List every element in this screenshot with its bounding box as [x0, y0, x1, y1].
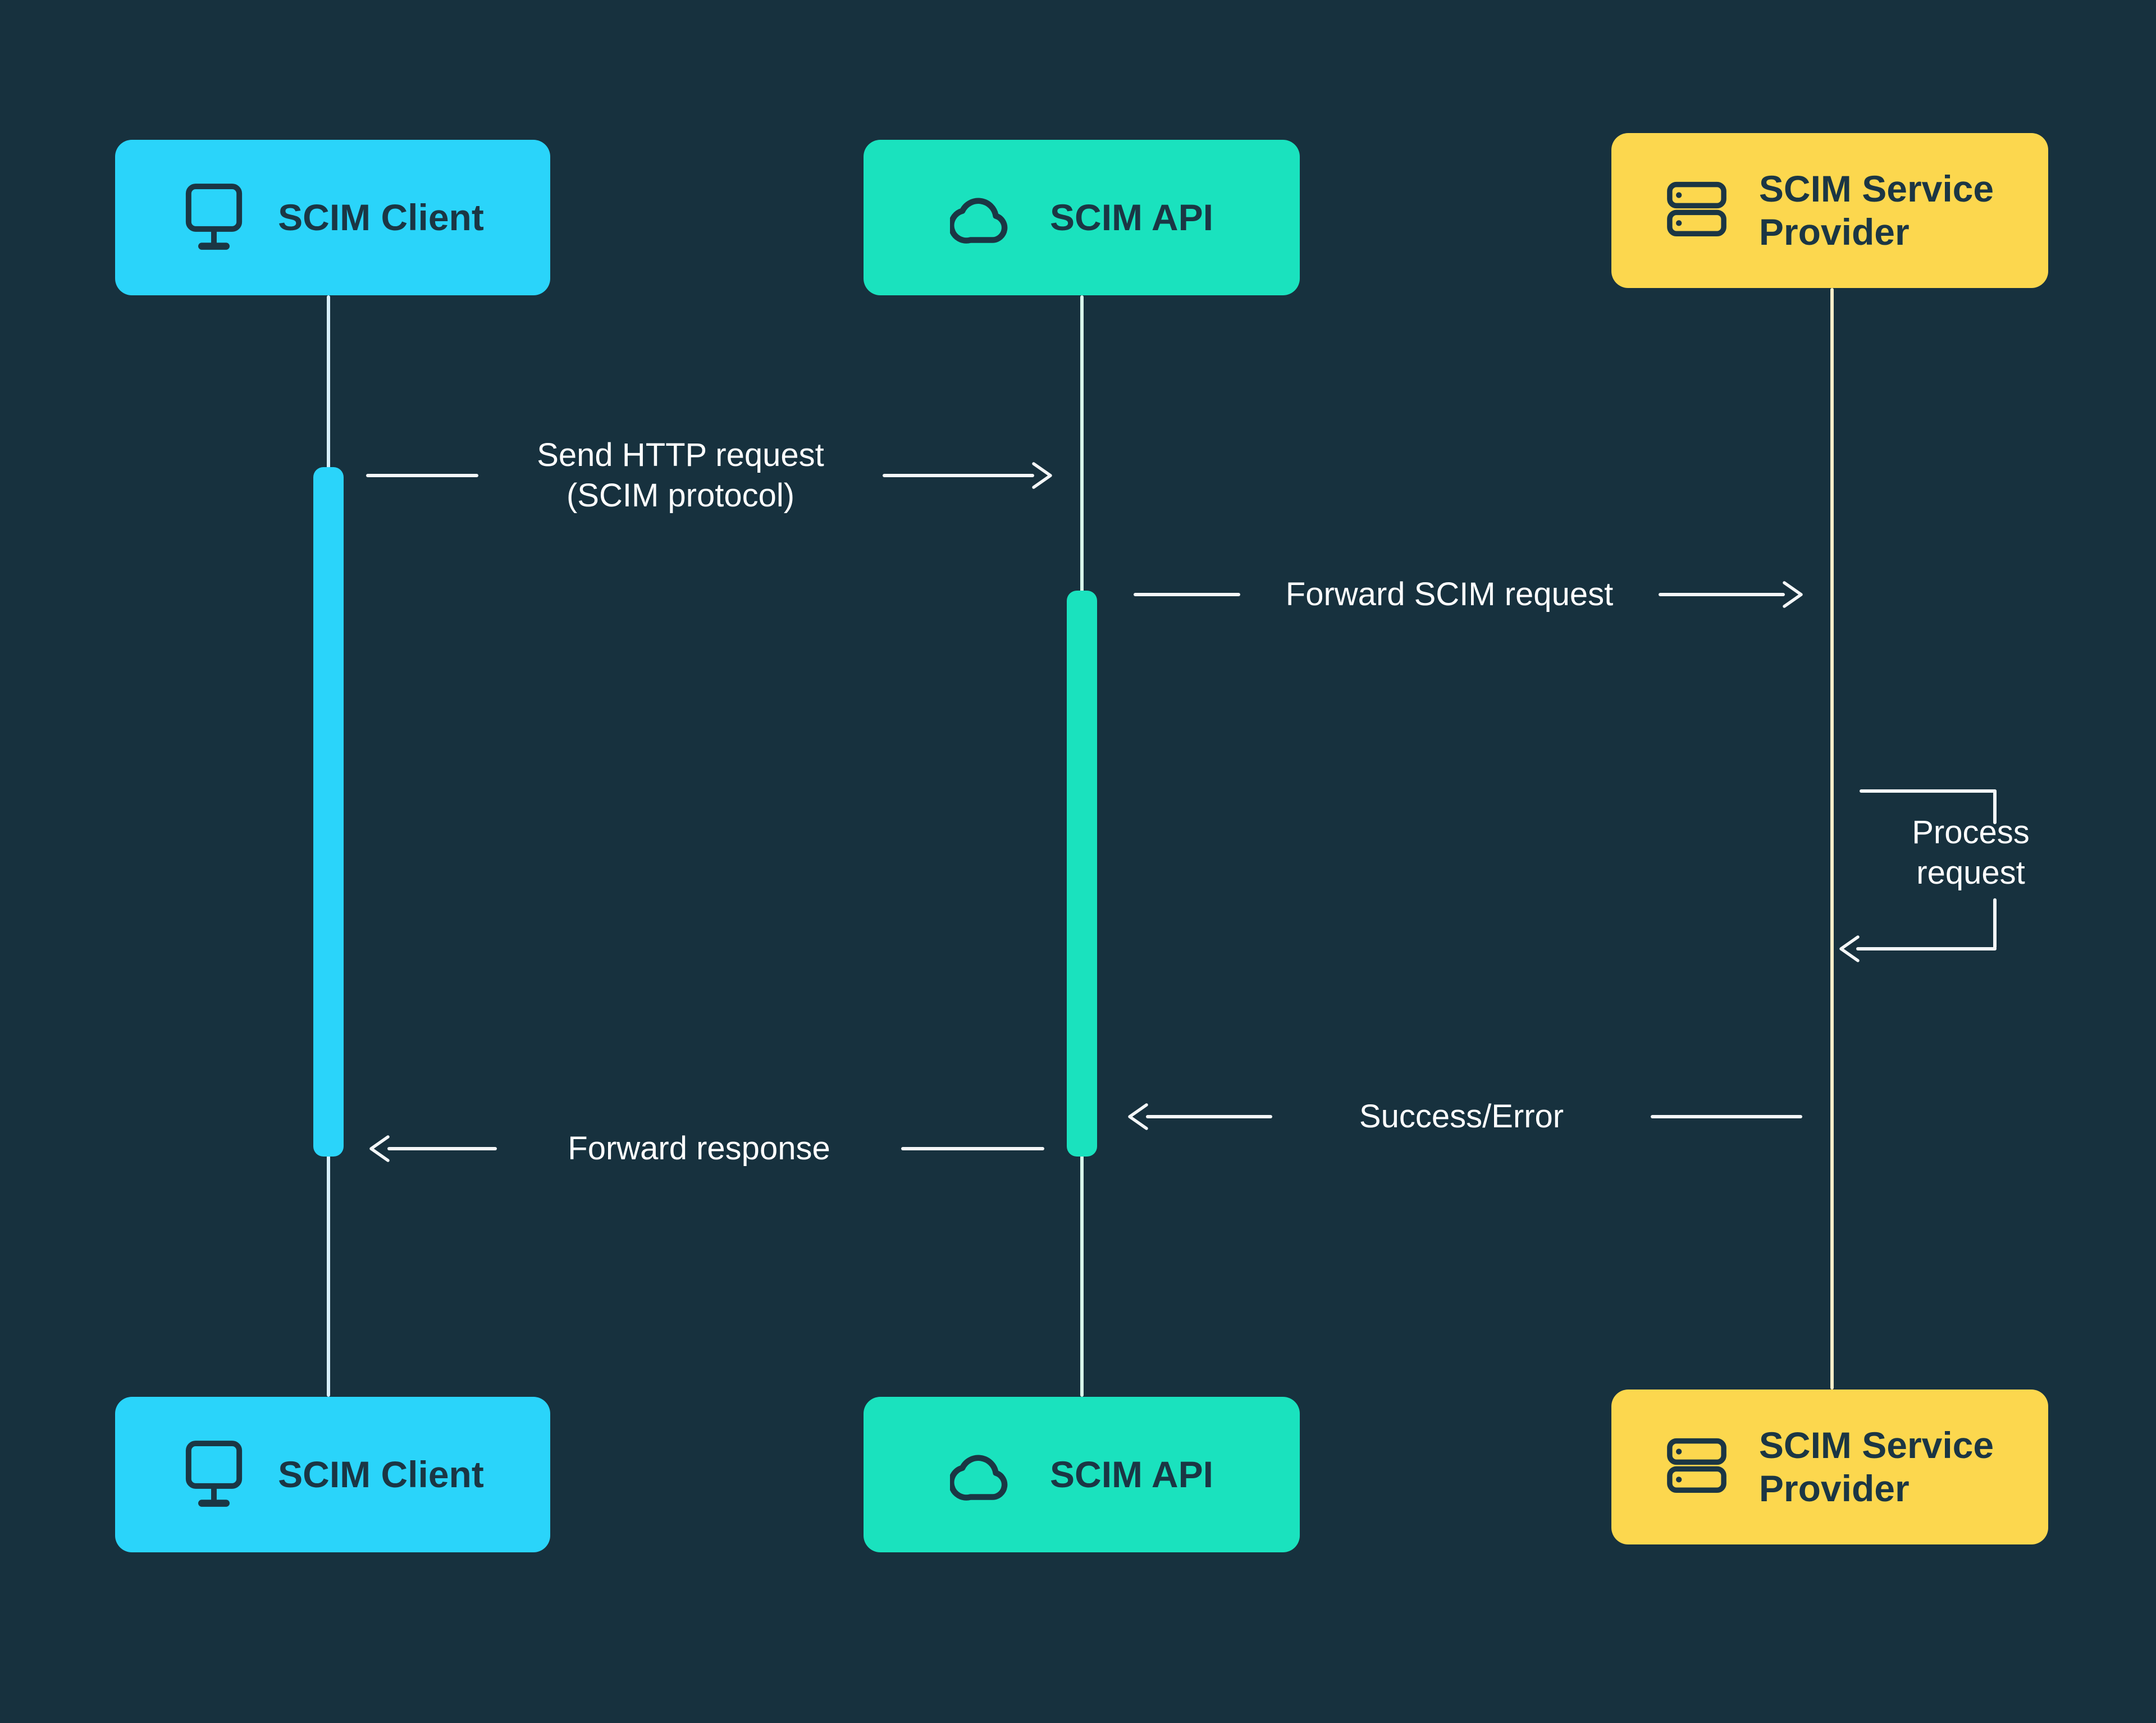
arrowhead-left-icon [1839, 935, 1860, 962]
cloud-icon [950, 198, 1008, 244]
message-line-segment [1659, 593, 1785, 596]
actor-box-scim-client-bottom: SCIM Client [115, 1397, 550, 1552]
process-line1: Process [1912, 814, 2030, 851]
self-loop-bottom-line [1856, 947, 1997, 950]
message-line-segment [1650, 1115, 1802, 1118]
arrowhead-left-icon [369, 1135, 390, 1162]
actor-box-scim-api-top: SCIM API [864, 140, 1300, 295]
actor-label-scim-api: SCIM API [1050, 1454, 1213, 1495]
actor-label-scim-service-provider: SCIM Service Provider [1759, 167, 1994, 254]
message-line-segment [366, 474, 478, 477]
provider-label-line2: Provider [1758, 211, 1910, 253]
actor-box-scim-service-provider-top: SCIM Service Provider [1611, 133, 2048, 288]
activation-bar-scim-api [1067, 591, 1097, 1157]
process-line2: request [1916, 854, 2025, 891]
lifeline-scim-client-upper [327, 295, 330, 469]
message-line-segment [387, 1147, 497, 1150]
self-loop-bottom-stub [1993, 898, 1997, 949]
message-arrow-right [1659, 577, 1805, 613]
actor-label-scim-client: SCIM Client [278, 196, 484, 238]
message-line-segment [883, 474, 1034, 477]
arrowhead-right-icon [1783, 581, 1803, 608]
message-label-forward-response: Forward response [568, 1130, 830, 1167]
message-arrow-left [1126, 1099, 1272, 1135]
message-label-forward-scim-request: Forward SCIM request [1285, 576, 1614, 613]
arrowhead-right-icon [1032, 462, 1052, 489]
monitor-icon [186, 1440, 243, 1507]
message-forward-response: Forward response [367, 1128, 1044, 1169]
arrowhead-left-icon [1128, 1103, 1148, 1130]
actor-box-scim-service-provider-bottom: SCIM Service Provider [1611, 1390, 2048, 1544]
actor-label-scim-client: SCIM Client [278, 1454, 484, 1495]
lifeline-scim-client-lower [327, 1155, 330, 1397]
actor-box-scim-api-bottom: SCIM API [864, 1397, 1300, 1552]
cloud-icon [950, 1455, 1008, 1501]
message-success-error: Success/Error [1126, 1096, 1802, 1137]
monitor-icon [186, 183, 243, 250]
message-forward-scim-request: Forward SCIM request [1134, 574, 1805, 615]
message-line-segment [1134, 593, 1240, 596]
actor-label-scim-api: SCIM API [1050, 196, 1213, 238]
provider-label-line1: SCIM Service [1758, 168, 1994, 209]
message-line-segment [1146, 1115, 1272, 1118]
lifeline-scim-service-provider [1830, 288, 1834, 1390]
provider-label-line2: Provider [1758, 1468, 1910, 1509]
message-arrow-left [367, 1131, 497, 1167]
provider-label-line1: SCIM Service [1758, 1424, 1994, 1466]
message-arrow-right [883, 458, 1054, 493]
send-http-line2: (SCIM protocol) [566, 477, 795, 514]
activation-bar-scim-client [313, 467, 344, 1157]
lifeline-scim-api-upper [1080, 295, 1084, 593]
message-line-segment [901, 1147, 1044, 1150]
self-loop-top-line [1860, 789, 1997, 793]
message-label-process-request: Process request [1864, 812, 2077, 893]
send-http-line1: Send HTTP request [537, 437, 824, 473]
message-label-success-error: Success/Error [1359, 1098, 1564, 1135]
actor-box-scim-client-top: SCIM Client [115, 140, 550, 295]
actor-label-scim-service-provider: SCIM Service Provider [1759, 1424, 1994, 1510]
server-icon [1667, 1438, 1726, 1493]
message-label-send-http-request: Send HTTP request (SCIM protocol) [537, 435, 824, 516]
lifeline-scim-api-lower [1080, 1155, 1084, 1397]
message-send-http-request: Send HTTP request (SCIM protocol) [366, 435, 1054, 516]
self-loop-top-stub [1993, 789, 1997, 824]
server-icon [1667, 181, 1726, 236]
